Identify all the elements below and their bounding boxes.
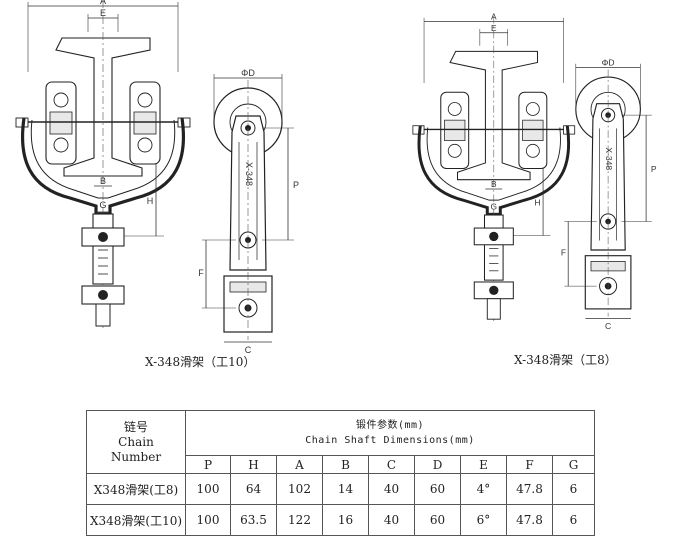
dim-d-label: ΦD: [602, 58, 615, 68]
dim-f-label: F: [198, 268, 204, 278]
row-name: X348滑架(工10): [86, 504, 186, 536]
cell-f: 47.8: [506, 473, 553, 505]
params-header-cn: 锻件参数(mm): [355, 420, 425, 431]
cell-p: 100: [185, 504, 231, 536]
cell-g: 6: [552, 504, 595, 536]
dim-c-label: C: [605, 321, 611, 331]
col-header-a: A: [276, 455, 323, 474]
cell-b: 14: [322, 473, 369, 505]
technical-drawing: A E B G H ΦD P F C X-348 A E B G H ΦD P …: [14, 0, 657, 355]
front-view-i8: A E B G H: [411, 12, 577, 325]
dim-h-label: H: [147, 196, 154, 206]
dim-p-label: P: [293, 180, 299, 190]
dim-c-label: C: [245, 345, 252, 355]
chain-header-en-1: Chain: [118, 434, 154, 449]
cell-d: 60: [414, 473, 461, 505]
col-header-c: C: [368, 455, 415, 474]
table-row: X348滑架(工10) 100 63.5 122 16 40 60 6° 47.…: [86, 504, 595, 536]
cell-f: 47.8: [506, 504, 553, 536]
col-header-d: D: [414, 455, 461, 474]
dim-p-label: P: [651, 164, 657, 174]
cell-c: 40: [368, 504, 415, 536]
cell-b: 16: [322, 504, 369, 536]
part-mark-label: X-348: [244, 162, 254, 186]
caption-i10: X-348滑架（工10）: [145, 355, 256, 369]
cell-a: 102: [276, 473, 323, 505]
dim-b-label: B: [100, 176, 106, 186]
dim-b-label: B: [491, 179, 497, 189]
col-header-g: G: [552, 455, 595, 474]
cell-h: 64: [230, 473, 277, 505]
row-name: X348滑架(工8): [86, 473, 186, 505]
dim-a-label: A: [491, 12, 497, 22]
dim-e-label: E: [100, 8, 106, 18]
chain-header-cn: 链号: [123, 419, 148, 434]
cell-p: 100: [185, 473, 231, 505]
cell-e: 4°: [460, 473, 507, 505]
dim-g-label: G: [491, 201, 498, 211]
dim-e-label: E: [491, 23, 497, 33]
col-header-b: B: [322, 455, 369, 474]
chain-header-en-2: Number: [110, 449, 162, 464]
dim-g-label: G: [99, 200, 106, 210]
params-header: 锻件参数(mm) Chain Shaft Dimensions(mm): [185, 410, 595, 456]
header-row: 链号 Chain Number 锻件参数(mm) Chain Shaft Dim…: [86, 410, 595, 474]
col-header-f: F: [506, 455, 553, 474]
col-header-p: P: [185, 455, 231, 474]
dim-d-label: ΦD: [241, 68, 255, 78]
cell-d: 60: [414, 504, 461, 536]
chain-number-header: 链号 Chain Number: [86, 410, 186, 474]
dim-a-label: A: [100, 0, 106, 6]
col-header-e: E: [460, 455, 507, 474]
col-header-h: H: [230, 455, 277, 474]
cell-e: 6°: [460, 504, 507, 536]
table-row: X348滑架(工8) 100 64 102 14 40 60 4° 47.8 6: [86, 473, 595, 505]
dim-h-label: H: [534, 198, 540, 208]
front-view-i10: A E B G H: [14, 0, 192, 332]
side-view-i8: ΦD P F C X-348: [561, 58, 657, 331]
part-mark-label: X-348: [604, 147, 614, 170]
cell-c: 40: [368, 473, 415, 505]
cell-h: 63.5: [230, 504, 277, 536]
cell-a: 122: [276, 504, 323, 536]
cell-g: 6: [552, 473, 595, 505]
spec-table: 链号 Chain Number 锻件参数(mm) Chain Shaft Dim…: [86, 410, 595, 536]
dim-f-label: F: [561, 248, 566, 258]
side-view-i10: ΦD P F C X-348: [198, 68, 299, 355]
caption-i8: X-348滑架（工8）: [514, 353, 617, 367]
params-header-en: Chain Shaft Dimensions(mm): [305, 435, 475, 446]
